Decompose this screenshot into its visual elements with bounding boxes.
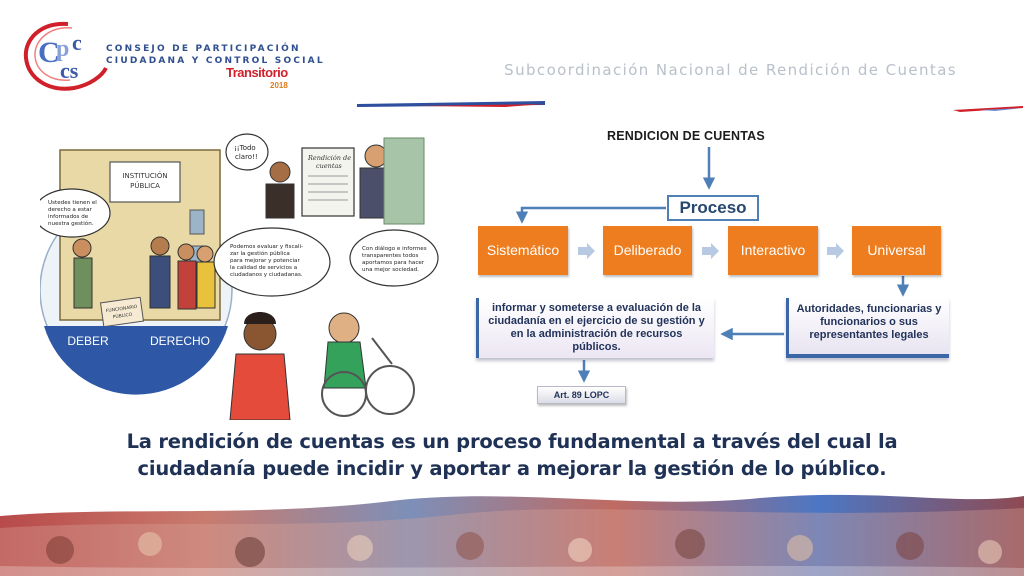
header-stripe (357, 101, 1023, 112)
svg-text:c: c (72, 30, 82, 55)
label-deber: DEBER (67, 334, 109, 348)
bubble-dialogue-line3: aportamos para hacer (362, 260, 425, 266)
slide-caption: La rendición de cuentas es un proceso fu… (126, 430, 898, 480)
step-sistematico: Sistemático (478, 226, 568, 275)
authorities-box: Autoridades, funcionarias y funcionarios… (786, 298, 949, 358)
bubble-dialogue-line2: transparentes todos (362, 253, 418, 259)
bubble-evaluate-line1: Podemos evaluar y fiscali- (230, 244, 303, 250)
svg-text:Con diálogo e informes t: Con diálogo e informes transparentes tod… (362, 245, 428, 273)
bubble-evaluate-line3: para mejorar y potenciar (230, 258, 300, 264)
label-derecho: DERECHO (150, 334, 210, 348)
arrow-process-to-first-step (515, 206, 666, 224)
bubble-rights-line1: Ustedes tienen el (48, 200, 97, 206)
institution-sign-line2: PÚBLICA (130, 181, 160, 190)
diagram-title: RENDICION DE CUENTAS (607, 129, 765, 143)
obligation-box: informar y someterse a evaluación de la … (476, 298, 714, 358)
org-name-line1: CONSEJO DE PARTICIPACIÓN (106, 44, 301, 54)
chevron-right-icon (827, 243, 844, 259)
cpccs-logo: C p c cs CONSEJO DE PARTICIPACIÓN CIUDAD… (22, 16, 323, 96)
slide-subtitle: Subcoordinación Nacional de Rendición de… (504, 61, 957, 79)
bubble-dialogue-line1: Con diálogo e informes (362, 245, 427, 252)
svg-text:Ustedes tienen el derech: Ustedes tienen el derecho a estar inform… (48, 200, 99, 227)
chevron-right-icon (578, 243, 595, 259)
svg-text:cs: cs (60, 58, 79, 83)
svg-text:¡¡Todo claro!!: ¡¡Todo claro!! (234, 144, 258, 161)
bubble-clear-line2: claro!! (235, 153, 258, 161)
svg-text:C: C (38, 36, 60, 69)
cpccs-logo-mark: C p c cs (23, 21, 108, 91)
folder-line1: FUNCIONARIO (105, 304, 138, 314)
bubble-evaluate-line2: zar la gestión pública (230, 250, 290, 257)
step-deliberado: Deliberado (603, 226, 692, 275)
poster-line1: Rendición de (307, 154, 351, 162)
org-name-line2: CIUDADANA Y CONTROL SOCIAL (106, 56, 325, 66)
bubble-rights-line4: nuestra gestión. (48, 220, 94, 227)
comic-illustration: INSTITUCIÓN PÚBLICA FUNCIONARIO PÚBLICO … (33, 128, 442, 421)
svg-text:Podemos evaluar y fiscali-: Podemos evaluar y fiscali- zar la gestió… (230, 244, 305, 278)
svg-text:Rendición de cuentas: Rendición de cuentas (307, 154, 353, 170)
institution-sign-line1: INSTITUCIÓN (122, 171, 167, 180)
article-box: Art. 89 LOPC (537, 386, 626, 404)
folder-line2: PÚBLICO (112, 311, 133, 321)
step-universal: Universal (852, 226, 941, 275)
bubble-rights-line2: derecho a estar (48, 207, 93, 213)
bubble-dialogue-line4: una mejor sociedad. (362, 267, 419, 273)
bubble-clear-line1: ¡¡Todo (234, 144, 256, 152)
chevron-right-icon (702, 243, 719, 259)
org-transitorio: Transitorio (226, 65, 288, 80)
bubble-evaluate-line5: ciudadanos y ciudadanas. (230, 272, 303, 278)
org-year: 2018 (270, 81, 288, 90)
poster-line2: cuentas (316, 162, 342, 170)
bubble-evaluate-line4: la calidad de servicios a (230, 265, 297, 271)
svg-text:p: p (56, 36, 69, 62)
process-box: Proceso (667, 195, 759, 221)
footer-photo-band (0, 494, 1024, 576)
bubble-rights-line3: informados de (48, 214, 89, 220)
step-interactivo: Interactivo (728, 226, 818, 275)
